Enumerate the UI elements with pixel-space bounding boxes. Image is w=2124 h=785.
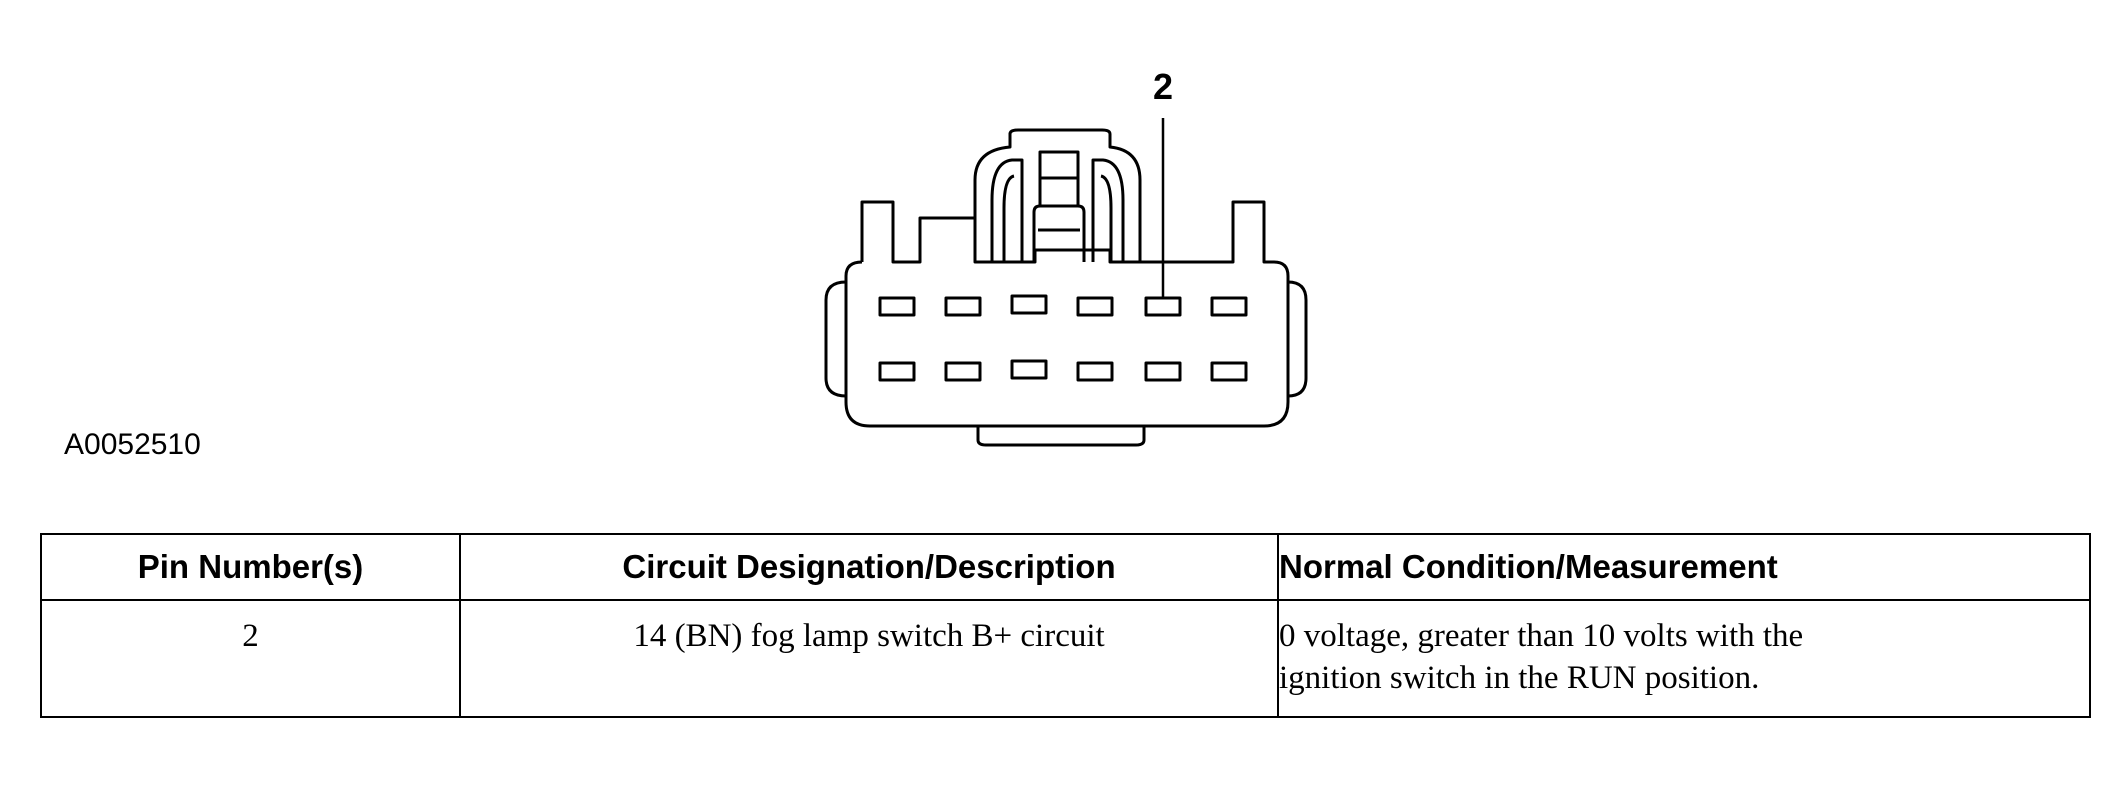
pin-cavity — [1010, 294, 1048, 315]
pin-cavity — [944, 361, 982, 382]
pin-cavity — [1010, 359, 1048, 380]
pin-cavity — [944, 296, 982, 317]
figure-id: A0052510 — [64, 428, 201, 461]
pin-callout-label: 2 — [1152, 66, 1174, 107]
connector-body — [844, 200, 1290, 428]
header-normal-condition: Normal Condition/Measurement — [1277, 533, 2091, 601]
condition-line: ignition switch in the RUN position. — [1279, 660, 1760, 696]
latch-arch-left — [990, 158, 1024, 262]
right-side-rib — [1287, 280, 1308, 398]
latch-top-block — [1038, 150, 1080, 180]
table-header-row: Pin Number(s) Circuit Designation/Descri… — [40, 533, 2091, 601]
latch-inner-right — [1100, 174, 1113, 262]
pin-cavity — [1210, 296, 1248, 317]
header-pin-numbers: Pin Number(s) — [40, 533, 461, 601]
cell-normal-condition: 0 voltage, greater than 10 volts with th… — [1277, 599, 2091, 718]
cell-circuit-description: 14 (BN) fog lamp switch B+ circuit — [459, 599, 1279, 718]
latch-arch-right — [1091, 158, 1125, 262]
pin-cavity — [878, 361, 916, 382]
pin-cavity — [1210, 361, 1248, 382]
pin-cavity — [1076, 361, 1114, 382]
latch-inner-left — [1002, 174, 1015, 262]
latch-lever — [1032, 204, 1086, 262]
header-circuit-description: Circuit Designation/Description — [459, 533, 1279, 601]
latch-tower-outer — [973, 128, 1142, 262]
left-side-rib — [824, 280, 847, 398]
connector-face-view — [824, 118, 1308, 447]
pin-cavity — [1076, 296, 1114, 317]
pin-cavity-2 — [1144, 296, 1182, 317]
pin-cavity — [878, 296, 916, 317]
connector-diagram: 2 A0052510 — [64, 66, 1308, 461]
bottom-key — [976, 426, 1146, 447]
cell-pin-number: 2 — [40, 599, 461, 718]
pin-cavity — [1144, 361, 1182, 382]
condition-line: 0 voltage, greater than 10 volts with th… — [1279, 618, 1804, 654]
table-row: 2 14 (BN) fog lamp switch B+ circuit 0 v… — [40, 599, 2091, 718]
pinout-table: Pin Number(s) Circuit Designation/Descri… — [40, 533, 2091, 718]
